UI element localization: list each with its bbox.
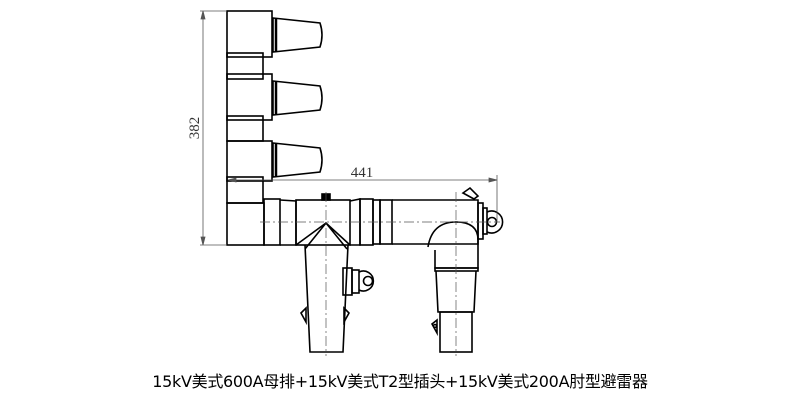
elbow-arrestor-200a	[427, 186, 504, 353]
dimension-lines	[200, 10, 498, 246]
busbar-600a	[226, 10, 273, 246]
figure-caption: 15kV美式600A母排+15kV美式T2型插头+15kV美式200A肘型避雷器	[152, 372, 648, 391]
bushing-cones	[272, 17, 323, 178]
width-dimension-label: 441	[351, 165, 374, 181]
height-dimension-label: 382	[187, 117, 203, 140]
centerlines	[260, 192, 500, 356]
t2-plug	[263, 193, 479, 353]
